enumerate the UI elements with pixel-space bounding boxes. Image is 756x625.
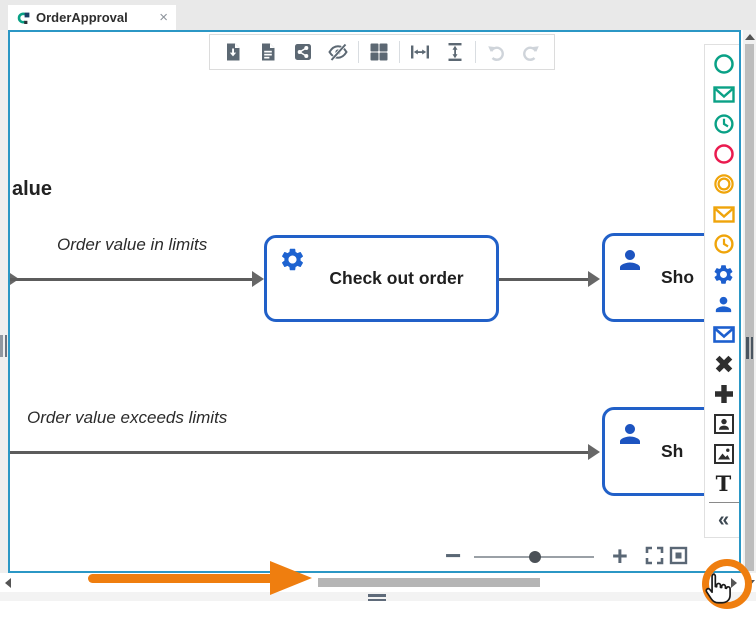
fit-height-icon[interactable]	[440, 39, 470, 65]
left-splitter-handle[interactable]	[0, 335, 7, 357]
person-icon	[712, 293, 735, 316]
fit-screen-icon[interactable]	[645, 546, 664, 565]
sequence-flow-arrowhead	[252, 271, 264, 287]
palette-service-task[interactable]	[705, 259, 739, 289]
x-cross-icon	[713, 353, 735, 375]
bpmn-file-icon	[16, 11, 30, 25]
palette-user-task[interactable]	[705, 289, 739, 319]
palette-parallel-gateway[interactable]	[705, 379, 739, 409]
annotation-arrow-tail	[88, 574, 276, 583]
person-icon	[615, 419, 645, 449]
image-frame-icon	[713, 443, 735, 465]
toolbar-separator	[475, 41, 476, 63]
chevron-double-left-icon: «	[717, 509, 730, 531]
document-icon[interactable]	[253, 39, 283, 65]
zoom-out-button[interactable]: −	[445, 540, 462, 571]
circle-icon	[713, 143, 735, 165]
palette-message-start-event[interactable]	[705, 79, 739, 109]
horizontal-scrollbar-thumb[interactable]	[318, 578, 540, 587]
element-palette: T «	[704, 44, 739, 538]
palette-text-annotation[interactable]: T	[705, 469, 739, 499]
palette-message-intermediate-event[interactable]	[705, 199, 739, 229]
sequence-flow[interactable]	[499, 278, 590, 281]
zoom-slider-knob[interactable]	[529, 551, 541, 563]
grid-layout-icon[interactable]	[364, 39, 394, 65]
envelope-icon	[712, 85, 735, 103]
letter-T-icon: T	[715, 471, 732, 496]
gear-icon	[279, 246, 306, 273]
clock-icon	[713, 233, 735, 255]
task-label: Sho	[661, 267, 695, 287]
task-check-out-order[interactable]: Check out order	[264, 235, 499, 322]
annotation-highlight-circle	[702, 559, 752, 609]
canvas-toolbar	[209, 34, 555, 70]
splitter-bar	[746, 337, 749, 359]
task-label: Check out order	[329, 268, 464, 288]
splitter-bar	[368, 598, 386, 601]
palette-intermediate-event[interactable]	[705, 169, 739, 199]
scroll-up-icon[interactable]	[745, 34, 755, 40]
diagram-canvas[interactable]: alue Order value in limits Check out ord…	[8, 30, 741, 573]
annotation-arrow-head	[270, 561, 312, 595]
clock-icon	[713, 113, 735, 135]
task-label: Sh	[661, 441, 684, 461]
splitter-bar	[4, 335, 7, 357]
palette-send-task[interactable]	[705, 319, 739, 349]
palette-end-event[interactable]	[705, 139, 739, 169]
toolbar-separator	[399, 41, 400, 63]
palette-exclusive-gateway[interactable]	[705, 349, 739, 379]
splitter-bar	[0, 335, 3, 357]
palette-start-event[interactable]	[705, 49, 739, 79]
bottom-panel	[0, 601, 756, 625]
splitter-bar	[750, 337, 753, 359]
zoom-controls: − +	[445, 540, 695, 571]
sequence-flow[interactable]	[10, 278, 254, 281]
palette-timer-intermediate-event[interactable]	[705, 229, 739, 259]
hand-cursor-icon	[702, 571, 732, 612]
bottom-splitter	[0, 592, 756, 601]
bottom-splitter-handle[interactable]	[368, 594, 386, 603]
clipped-element-label[interactable]: alue	[12, 178, 53, 200]
splitter-bar	[368, 594, 386, 597]
right-splitter-handle[interactable]	[746, 337, 753, 359]
undo-icon[interactable]	[481, 39, 511, 65]
envelope-icon	[712, 325, 735, 343]
toolbar-separator	[358, 41, 359, 63]
person-frame-icon	[713, 413, 735, 435]
sequence-flow[interactable]	[10, 451, 590, 454]
tab-orderapproval[interactable]: OrderApproval ×	[8, 5, 176, 30]
export-file-icon[interactable]	[218, 39, 248, 65]
hide-elements-icon[interactable]	[323, 39, 353, 65]
fit-diagram-icon[interactable]	[669, 546, 688, 565]
sequence-flow-label[interactable]: Order value exceeds limits	[27, 408, 228, 427]
plus-cross-icon	[713, 383, 735, 405]
sequence-flow-arrowhead	[588, 271, 600, 287]
zoom-in-button[interactable]: +	[612, 541, 628, 571]
vertical-scrollbar[interactable]	[743, 30, 756, 573]
sequence-flow-arrowhead	[588, 444, 600, 460]
close-icon[interactable]: ×	[159, 9, 168, 26]
circle-icon	[713, 53, 735, 75]
person-icon	[615, 245, 645, 275]
palette-collapse-button[interactable]: «	[705, 505, 739, 535]
share-icon[interactable]	[288, 39, 318, 65]
palette-timer-start-event[interactable]	[705, 109, 739, 139]
palette-divider	[708, 502, 739, 503]
palette-user-image[interactable]	[705, 409, 739, 439]
left-gutter	[0, 30, 8, 573]
palette-image[interactable]	[705, 439, 739, 469]
double-circle-icon	[713, 173, 735, 195]
gear-icon	[712, 263, 735, 286]
tab-title: OrderApproval	[36, 10, 128, 25]
envelope-icon	[712, 205, 735, 223]
vertical-scrollbar-thumb[interactable]	[745, 44, 754, 571]
scroll-left-icon[interactable]	[5, 578, 11, 588]
redo-icon[interactable]	[516, 39, 546, 65]
tab-bar: OrderApproval ×	[0, 0, 756, 30]
sequence-flow-label[interactable]: Order value in limits	[57, 235, 208, 254]
fit-width-icon[interactable]	[405, 39, 435, 65]
